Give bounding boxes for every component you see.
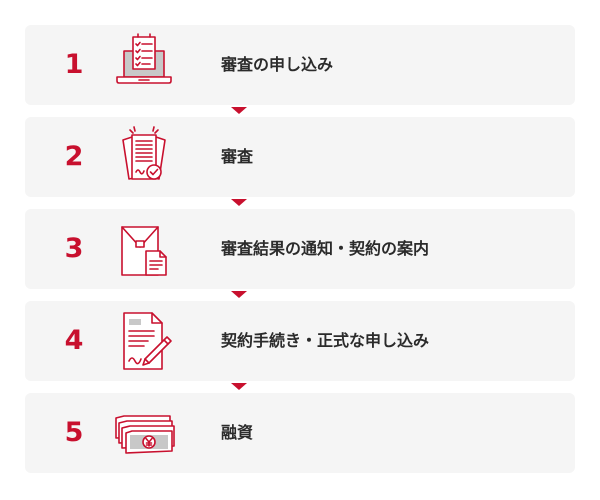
envelope-document-icon [112, 217, 176, 281]
step-label: 審査結果の通知・契約の案内 [221, 239, 430, 258]
step-1: 1 審査の申し込み [25, 25, 575, 114]
arrow-down-icon [231, 291, 247, 298]
step-label: 審査の申し込み [221, 55, 334, 74]
laptop-checklist-icon [112, 33, 176, 97]
process-steps: 1 審査の申し込み 2 [25, 25, 575, 473]
step-4: 4 契約手続き・正式な申し込み [25, 301, 575, 390]
step-3: 3 審査結果の通知・契約の案内 [25, 209, 575, 298]
contract-pen-icon [112, 309, 176, 373]
step-5: 5 融資 [25, 393, 575, 473]
step-label: 融資 [221, 423, 254, 442]
document-review-icon [112, 125, 176, 189]
arrow-down-icon [231, 199, 247, 206]
arrow-down-icon [231, 107, 247, 114]
step-number: 5 [64, 417, 84, 448]
step-number: 1 [64, 49, 84, 80]
step-2: 2 審査 [25, 117, 575, 206]
step-number: 3 [64, 233, 84, 264]
step-label: 契約手続き・正式な申し込み [221, 331, 430, 350]
step-number: 2 [64, 141, 84, 172]
arrow-down-icon [231, 383, 247, 390]
step-label: 審査 [221, 147, 254, 166]
step-number: 4 [64, 325, 84, 356]
yen-banknotes-icon [112, 401, 176, 465]
